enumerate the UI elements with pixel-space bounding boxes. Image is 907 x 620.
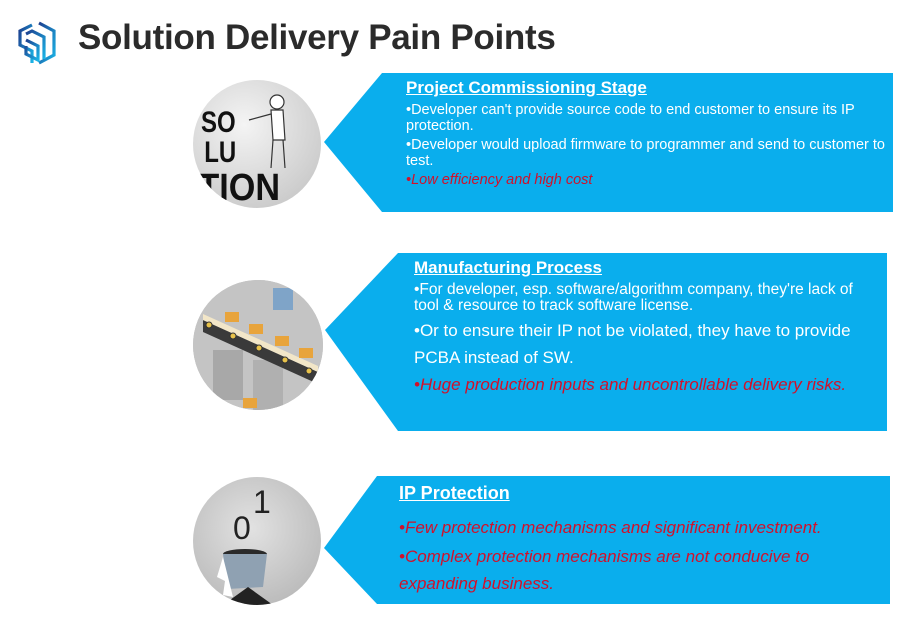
section-heading: IP Protection [399,483,510,503]
solution-illustration: SO LU TION [193,80,321,208]
bullet-item-highlight: •Few protection mechanisms and significa… [399,518,822,537]
section-content-manufacturing: Manufacturing Process •For developer, es… [414,257,879,401]
binary-head-illustration: 1 0 [193,477,321,605]
bullet-item: •Or to ensure their IP not be violated, … [414,321,851,367]
bullet-item-highlight: •Low efficiency and high cost [406,172,593,188]
svg-text:SO: SO [201,104,236,138]
svg-text:LU: LU [204,134,236,168]
page-title: Solution Delivery Pain Points [78,18,556,57]
section-content-commissioning: Project Commissioning Stage •Developer c… [406,77,886,191]
svg-text:TION: TION [198,165,280,208]
digit-one: 1 [253,484,271,520]
digit-zero: 0 [233,510,251,546]
section-heading: Manufacturing Process [414,258,602,277]
bullet-item: •Developer would upload firmware to prog… [406,137,885,169]
section-heading: Project Commissioning Stage [406,78,647,97]
company-logo-icon [12,18,62,70]
bullet-item-highlight: •Complex protection mechanisms are not c… [399,547,810,593]
bullet-item: •For developer, esp. software/algorithm … [414,281,853,314]
bullet-item: •Developer can't provide source code to … [406,102,855,134]
bullet-item-highlight: •Huge production inputs and uncontrollab… [414,375,847,394]
section-content-ip-protection: IP Protection •Few protection mechanisms… [399,483,879,599]
conveyor-belt-illustration [193,280,323,410]
